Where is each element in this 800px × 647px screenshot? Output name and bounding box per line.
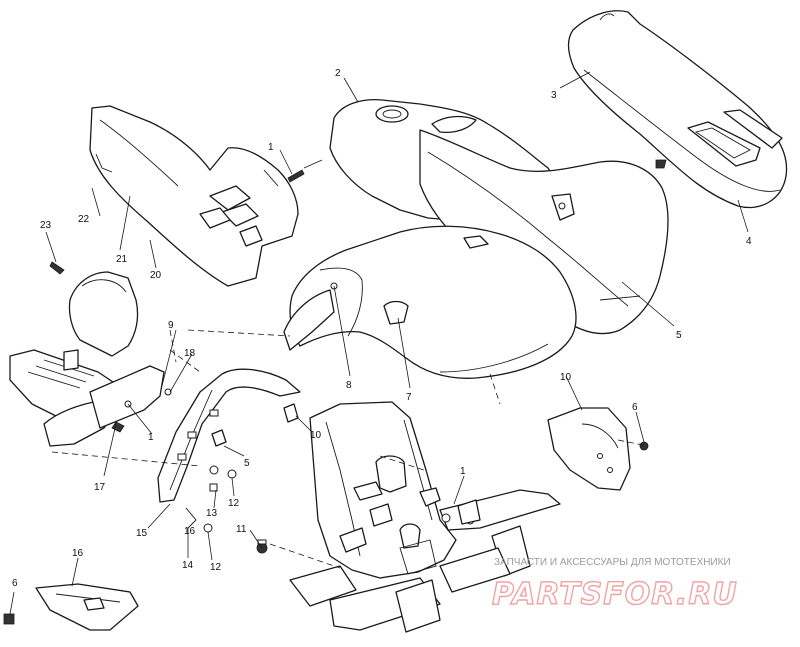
callout-label: 20	[150, 270, 162, 281]
callout-label: 1	[460, 466, 466, 477]
watermark: ЗАПЧАСТИ И АКСЕССУАРЫ ДЛЯ МОТОТЕХНИКИ PA…	[491, 557, 738, 613]
callout-label: 13	[206, 508, 218, 519]
fastener-group	[185, 465, 268, 554]
right-footrest-plate-part	[3, 583, 139, 631]
callout-label: 16	[72, 548, 84, 559]
bolts-group	[49, 159, 667, 433]
right-side-panel-part	[547, 407, 649, 491]
callout-label: 7	[406, 392, 412, 403]
callout-label: 4	[746, 236, 752, 247]
callout-label: 1	[148, 432, 154, 443]
callout-label: 22	[78, 214, 90, 225]
callout-label: 16	[184, 526, 196, 537]
callout-label: 3	[551, 90, 557, 101]
callout-label: 15	[136, 528, 148, 539]
callout-label: 5	[244, 458, 250, 469]
callout-label: 8	[346, 380, 352, 391]
callout-label: 1	[268, 142, 274, 153]
callout-label: 9	[168, 320, 174, 331]
callout-label: 6	[12, 578, 18, 589]
callout-label: 11	[236, 524, 247, 535]
callout-labels: 2 3 4 5 1 23 22 21 20 9 18 8 7 10 1 5 17…	[12, 68, 752, 589]
seat-part	[567, 10, 788, 209]
callout-label: 10	[560, 372, 572, 383]
callout-label: 17	[94, 482, 106, 493]
watermark-tagline: ЗАПЧАСТИ И АКСЕССУАРЫ ДЛЯ МОТОТЕХНИКИ	[494, 557, 731, 568]
callout-label: 12	[228, 498, 240, 509]
callout-label: 12	[210, 562, 222, 573]
callout-label: 2	[335, 68, 341, 79]
bumper-bracket-part	[157, 368, 301, 503]
callout-label: 14	[182, 560, 194, 571]
watermark-logo: PARTSFOR.RU	[492, 577, 738, 612]
leader-lines	[9, 71, 749, 615]
left-side-panel-part	[89, 105, 299, 287]
callout-label: 10	[310, 430, 322, 441]
assembly-lines	[51, 329, 649, 569]
callout-label: 23	[40, 220, 52, 231]
callout-label: 6	[632, 402, 638, 413]
callout-label: 21	[116, 254, 128, 265]
frame-part	[289, 401, 561, 633]
callout-label: 5	[676, 330, 682, 341]
callout-label: 18	[184, 348, 196, 359]
front-fender-part	[283, 225, 577, 379]
